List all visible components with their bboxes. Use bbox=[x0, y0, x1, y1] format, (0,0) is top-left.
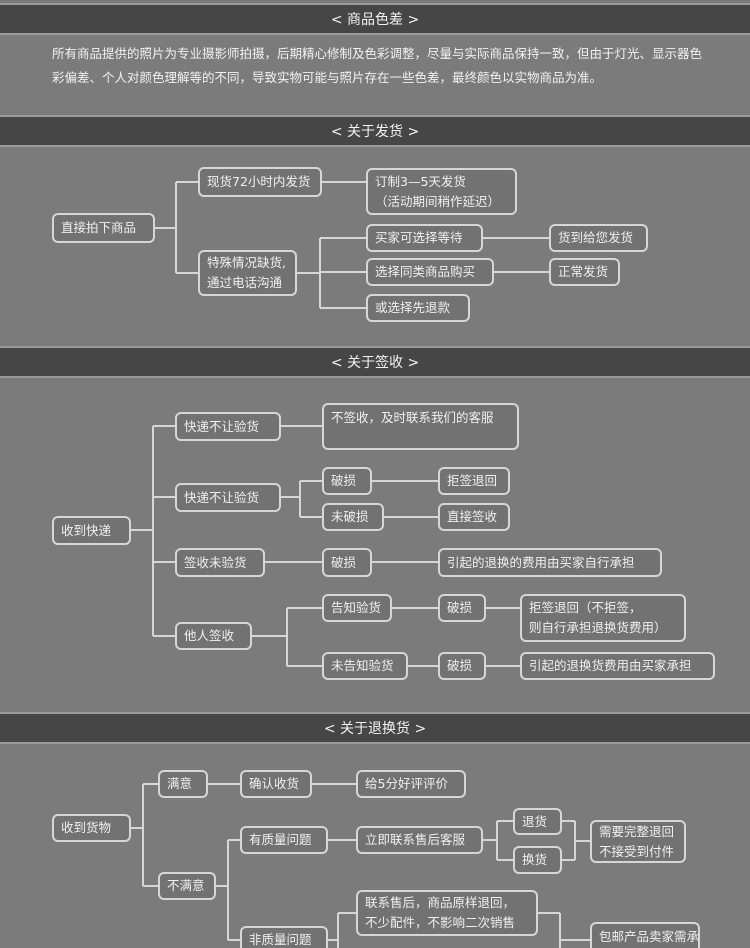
color-disclaimer-text: 所有商品提供的照片为专业摄影师拍摄，后期精心修制及色彩调整，尽量与实际商品保持一… bbox=[52, 46, 703, 85]
node-text: 拒签退回（不拒签， bbox=[529, 600, 642, 615]
node-free-shipping: 包邮产品卖家需承 bbox=[590, 922, 700, 948]
node-text: 联系售后，商品原样退回， bbox=[365, 895, 516, 910]
node-received-goods: 收到货物 bbox=[52, 814, 131, 842]
node-notified: 告知验货 bbox=[322, 594, 392, 622]
section-header-returns: < 关于退换货 > bbox=[0, 712, 750, 744]
node-unsatisfied: 不满意 bbox=[158, 872, 216, 900]
node-reject-return: 拒签退回 bbox=[438, 467, 510, 495]
node-text: 则自行承担退换货费用） bbox=[529, 620, 667, 635]
node-satisfied: 满意 bbox=[158, 770, 208, 798]
node-text: 不少配件，不影响二次销售 bbox=[365, 915, 516, 930]
node-return: 退货 bbox=[513, 808, 562, 835]
section-header-color: < 商品色差 > bbox=[0, 3, 750, 35]
node-in-stock: 现货72小时内发货 bbox=[198, 167, 322, 197]
node-ship-on-arrival: 货到给您发货 bbox=[549, 224, 648, 252]
node-contact: 立即联系售后客服 bbox=[356, 826, 483, 854]
node-refund: 或选择先退款 bbox=[366, 294, 470, 322]
node-no-inspect-1: 快递不让验货 bbox=[175, 412, 281, 441]
node-custom-order: 订制3—5天发货 （活动期间稍作延迟） bbox=[366, 168, 517, 215]
node-no-inspect-2: 快递不让验货 bbox=[175, 483, 281, 512]
node-complete-return: 需要完整退回 不接受到付件 bbox=[590, 820, 686, 863]
node-not-damaged: 未破损 bbox=[322, 503, 384, 531]
node-received-parcel: 收到快递 bbox=[52, 516, 131, 545]
node-buyer-pays-2: 引起的退换货费用由买家承担 bbox=[520, 652, 715, 680]
node-text: 订制3—5天发货 bbox=[375, 173, 466, 189]
node-confirm: 确认收货 bbox=[240, 770, 312, 798]
node-normal-ship: 正常发货 bbox=[549, 258, 620, 286]
node-buyer-pays-1: 引起的退换的费用由买家自行承担 bbox=[438, 548, 662, 577]
node-contact-return: 联系售后，商品原样退回， 不少配件，不影响二次销售 bbox=[356, 890, 538, 936]
node-signed-uninspected: 签收未验货 bbox=[175, 548, 265, 577]
node-direct-order: 直接拍下商品 bbox=[52, 213, 155, 243]
node-text: （活动期间稍作延迟） bbox=[375, 193, 501, 209]
node-similar: 选择同类商品购买 bbox=[366, 258, 494, 286]
node-text: 特殊情况缺货, bbox=[207, 255, 286, 270]
node-sign-direct: 直接签收 bbox=[438, 503, 510, 531]
node-shortage: 特殊情况缺货, 通过电话沟通 bbox=[198, 250, 297, 296]
node-damaged: 破损 bbox=[322, 467, 372, 495]
node-text: 通过电话沟通 bbox=[207, 275, 283, 290]
node-damaged: 破损 bbox=[438, 652, 486, 680]
node-text: 需要完整退回 bbox=[599, 823, 675, 839]
node-text: 不接受到付件 bbox=[599, 843, 675, 859]
section-header-receipt: < 关于签收 > bbox=[0, 346, 750, 378]
node-quality: 有质量问题 bbox=[240, 826, 328, 854]
node-wait: 买家可选择等待 bbox=[366, 224, 483, 252]
node-not-notified: 未告知验货 bbox=[322, 652, 408, 680]
node-non-quality: 非质量问题 bbox=[240, 926, 328, 948]
node-others-signed: 他人签收 bbox=[175, 622, 252, 650]
section-header-shipping: < 关于发货 > bbox=[0, 115, 750, 147]
node-exchange: 换货 bbox=[513, 846, 562, 874]
node-reject-note: 拒签退回（不拒签， 则自行承担退换货费用） bbox=[520, 594, 686, 642]
node-damaged: 破损 bbox=[438, 594, 486, 622]
node-no-sign: 不签收，及时联系我们的客服 bbox=[322, 403, 519, 450]
node-rate: 给5分好评评价 bbox=[356, 770, 466, 798]
node-damaged: 破损 bbox=[322, 548, 372, 577]
